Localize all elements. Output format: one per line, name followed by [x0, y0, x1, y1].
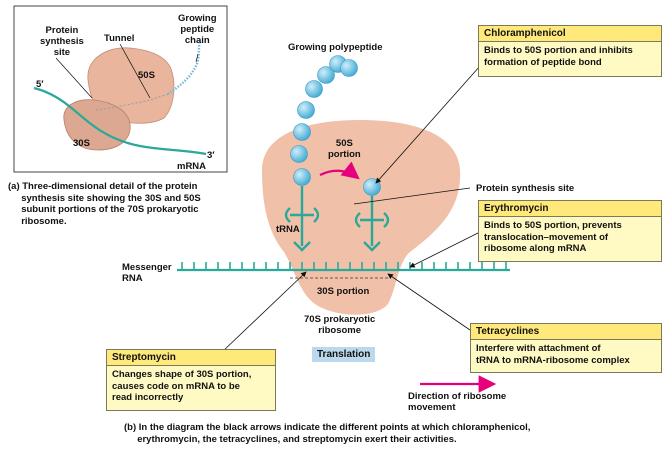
label-30s-portion: 30S portion — [317, 286, 370, 297]
label-70s-ribosome: 70S prokaryotic ribosome — [304, 314, 376, 336]
label-protein-synthesis-site: Protein synthesis site — [476, 183, 575, 194]
box-erythromycin: Erythromycin Binds to 50S portion, preve… — [478, 200, 662, 262]
label-tunnel: Tunnel — [104, 33, 135, 44]
amino-acid-bead — [297, 101, 315, 119]
amino-acid-bead — [293, 168, 311, 186]
mrna-codons — [181, 262, 507, 270]
protein-site-leader — [353, 187, 471, 205]
label-trna: tRNA — [276, 224, 300, 235]
box-tetracyclines-title: Tetracyclines — [471, 324, 661, 340]
transfer-arrow — [319, 161, 360, 180]
amino-acid-bead — [317, 66, 335, 84]
label-5prime: 5′ — [36, 79, 44, 90]
trna-right — [354, 196, 390, 252]
caption-b: (b) In the diagram the black arrows indi… — [124, 422, 531, 445]
tetracyclines-arrow — [387, 273, 471, 331]
inset-mrna — [33, 86, 207, 156]
streptomycin-arrow — [221, 271, 307, 353]
box-erythromycin-title: Erythromycin — [479, 201, 661, 217]
inset-tunnel — [95, 93, 169, 111]
label-mrna: mRNA — [177, 161, 207, 172]
label-50s: 50S — [138, 70, 155, 81]
chloramphenicol-arrow — [375, 56, 489, 184]
amino-acid-bead — [293, 123, 311, 141]
translation-badge: Translation — [312, 347, 376, 362]
caption-a: (a) Three-dimensional detail of the prot… — [8, 181, 201, 227]
label-30s: 30S — [73, 138, 90, 149]
trna-left — [284, 186, 320, 252]
box-tetracyclines-text: Interfere with attachment of tRNA to mRN… — [476, 343, 630, 366]
box-streptomycin: Streptomycin Changes shape of 30S portio… — [106, 349, 276, 411]
box-tetracyclines: Tetracyclines Interfere with attachment … — [470, 323, 662, 373]
box-streptomycin-title: Streptomycin — [107, 350, 275, 366]
amino-acid-bead — [340, 59, 358, 77]
box-chloramphenicol: Chloramphenicol Binds to 50S portion and… — [478, 25, 662, 77]
amino-acid-bead — [305, 80, 323, 98]
label-messenger-rna: Messenger RNA — [122, 262, 172, 284]
polypeptide-beads — [290, 55, 381, 196]
erythromycin-arrow — [409, 227, 489, 268]
inset-peptide-chain — [167, 39, 202, 96]
ribosome-body — [262, 120, 461, 315]
box-erythromycin-text: Binds to 50S portion, prevents transloca… — [484, 220, 622, 254]
label-direction: Direction of ribosome movement — [408, 391, 507, 413]
label-protein-synthesis-site-inset: Protein synthesis site — [40, 25, 84, 58]
box-streptomycin-text: Changes shape of 30S portion, causes cod… — [112, 369, 252, 403]
label-growing-peptide-chain: Growing peptide chain — [178, 13, 217, 46]
label-3prime: 3′ — [207, 150, 215, 161]
label-growing-polypeptide: Growing polypeptide — [288, 42, 383, 53]
box-chloramphenicol-text: Binds to 50S portion and inhibits format… — [484, 45, 633, 68]
label-50s-portion: 50S portion — [328, 138, 361, 160]
amino-acid-bead — [290, 145, 308, 163]
box-chloramphenicol-title: Chloramphenicol — [479, 26, 661, 42]
